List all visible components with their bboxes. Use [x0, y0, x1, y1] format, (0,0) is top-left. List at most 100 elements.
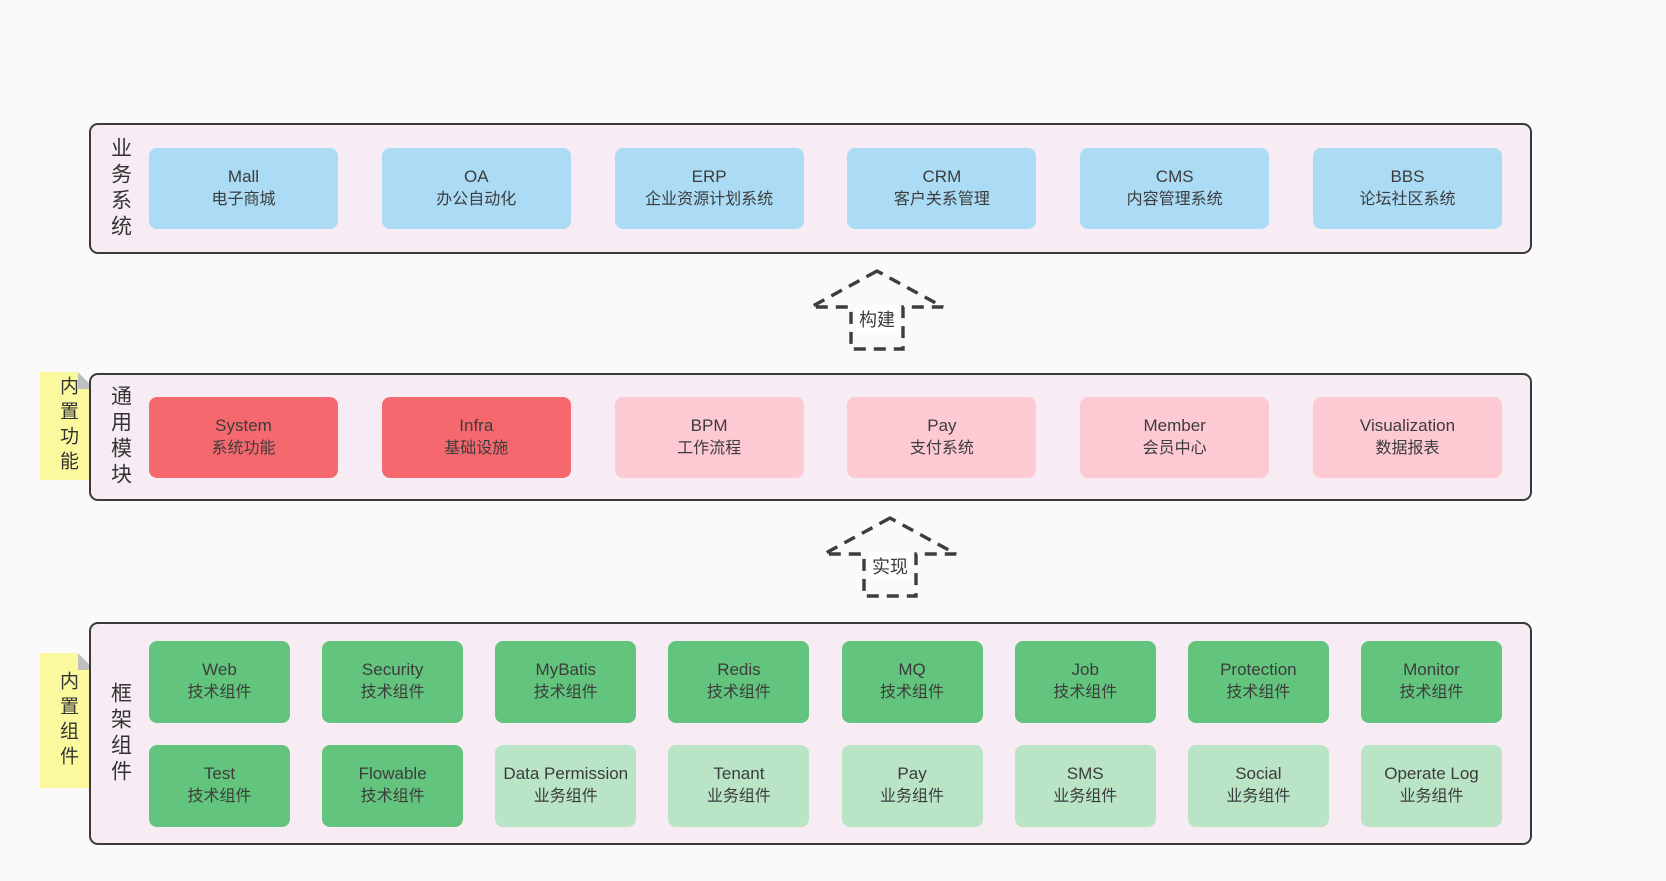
box-subtitle: 技术组件 [880, 684, 945, 702]
box-sms: SMS 业务组件 [1014, 744, 1156, 827]
box-subtitle: 业务组件 [1226, 788, 1291, 806]
box-cms: CMS 内容管理系统 [1080, 148, 1270, 229]
component-row-2: Test 技术组件 Flowable 技术组件 Data Permission … [149, 744, 1502, 827]
component-row-1: Web 技术组件 Security 技术组件 MyBatis 技术组件 Redi… [149, 640, 1502, 723]
box-subtitle: 办公自动化 [436, 191, 517, 209]
sticky-note-builtin-features: 内置功能 [40, 372, 95, 480]
box-job: Job 技术组件 [1014, 640, 1156, 723]
box-subtitle: 系统功能 [211, 439, 276, 457]
common-modules-panel: 通用模块 System 系统功能 Infra 基础设施 BPM 工作流程 Pay… [89, 373, 1532, 501]
box-mybatis: MyBatis 技术组件 [495, 640, 637, 723]
box-infra: Infra 基础设施 [381, 396, 571, 478]
box-title: Mall [227, 167, 260, 187]
box-subtitle: 技术组件 [360, 788, 425, 806]
box-subtitle: 论坛社区系统 [1359, 191, 1456, 209]
box-subtitle: 业务组件 [706, 788, 771, 806]
box-subtitle: 企业资源计划系统 [645, 191, 774, 209]
box-title: Data Permission [503, 764, 629, 784]
box-title: SMS [1066, 764, 1104, 784]
business-systems-panel: 业务系统 Mall 电子商城 OA 办公自动化 ERP 企业资源计划系统 CRM… [89, 123, 1532, 254]
box-title: Redis [717, 660, 761, 680]
box-system: System 系统功能 [149, 396, 338, 478]
box-title: System [215, 415, 272, 435]
box-title: CMS [1155, 167, 1194, 187]
box-subtitle: 业务组件 [1053, 788, 1118, 806]
box-title: Infra [459, 415, 494, 435]
box-title: Social [1235, 764, 1282, 784]
box-subtitle: 技术组件 [706, 684, 771, 702]
box-title: Job [1071, 660, 1099, 680]
panel-side-label: 业务系统 [91, 125, 149, 252]
box-title: BPM [690, 415, 728, 435]
build-arrow-label: 构建 [856, 305, 898, 333]
implement-arrow-label: 实现 [869, 552, 911, 580]
box-title: Flowable [358, 764, 427, 784]
module-boxes-row: System 系统功能 Infra 基础设施 BPM 工作流程 Pay 支付系统… [149, 396, 1530, 478]
box-subtitle: 技术组件 [533, 684, 598, 702]
box-subtitle: 技术组件 [1399, 684, 1464, 702]
implement-arrow: 实现 [820, 515, 960, 599]
box-flowable: Flowable 技术组件 [322, 744, 464, 827]
box-test: Test 技术组件 [149, 744, 290, 827]
box-subtitle: 会员中心 [1142, 439, 1207, 457]
box-mq: MQ 技术组件 [841, 640, 983, 723]
panel-title-common-modules: 通用模块 [108, 385, 132, 489]
box-title: Pay [927, 415, 957, 435]
box-subtitle: 技术组件 [1053, 684, 1118, 702]
box-redis: Redis 技术组件 [668, 640, 810, 723]
box-data-permission: Data Permission 业务组件 [495, 744, 637, 827]
panel-title-framework-components: 框架组件 [108, 681, 132, 786]
box-pay-component: Pay 业务组件 [841, 744, 983, 827]
box-title: Pay [897, 764, 927, 784]
box-subtitle: 基础设施 [444, 439, 509, 457]
box-subtitle: 电子商城 [211, 191, 276, 209]
box-title: Test [203, 764, 236, 784]
box-subtitle: 业务组件 [880, 788, 945, 806]
box-subtitle: 内容管理系统 [1126, 191, 1223, 209]
box-title: BBS [1390, 167, 1425, 187]
component-boxes-grid: Web 技术组件 Security 技术组件 MyBatis 技术组件 Redi… [149, 640, 1530, 827]
box-tenant: Tenant 业务组件 [668, 744, 810, 827]
box-operate-log: Operate Log 业务组件 [1360, 744, 1502, 827]
box-subtitle: 技术组件 [187, 684, 252, 702]
box-member: Member 会员中心 [1080, 396, 1270, 478]
box-bbs: BBS 论坛社区系统 [1312, 148, 1502, 229]
box-social: Social 业务组件 [1187, 744, 1329, 827]
up-arrow-icon [823, 516, 957, 598]
box-subtitle: 数据报表 [1375, 439, 1440, 457]
box-web: Web 技术组件 [149, 640, 290, 723]
box-subtitle: 工作流程 [677, 439, 742, 457]
box-title: Visualization [1359, 415, 1456, 435]
box-title: Security [361, 660, 424, 680]
box-title: Protection [1220, 660, 1297, 680]
box-title: Tenant [713, 764, 765, 784]
panel-title-business-systems: 业务系统 [108, 136, 132, 241]
box-oa: OA 办公自动化 [381, 148, 571, 229]
box-title: Operate Log [1384, 764, 1479, 784]
box-subtitle: 技术组件 [187, 788, 252, 806]
sticky-note-label: 内置功能 [57, 376, 78, 476]
box-title: ERP [691, 167, 727, 187]
box-mall: Mall 电子商城 [149, 148, 338, 229]
box-title: Member [1143, 415, 1206, 435]
box-monitor: Monitor 技术组件 [1360, 640, 1502, 723]
framework-components-panel: 框架组件 Web 技术组件 Security 技术组件 MyBatis 技术组件… [89, 622, 1532, 845]
box-visualization: Visualization 数据报表 [1312, 396, 1502, 478]
sticky-note-label: 内置组件 [57, 670, 78, 771]
box-subtitle: 业务组件 [533, 788, 598, 806]
panel-side-label: 通用模块 [91, 375, 149, 499]
box-subtitle: 业务组件 [1399, 788, 1464, 806]
box-subtitle: 技术组件 [1226, 684, 1291, 702]
box-subtitle: 客户关系管理 [893, 191, 990, 209]
panel-side-label: 框架组件 [91, 624, 149, 843]
sticky-note-builtin-components: 内置组件 [40, 653, 95, 788]
box-bpm: BPM 工作流程 [614, 396, 804, 478]
box-protection: Protection 技术组件 [1187, 640, 1329, 723]
box-title: MQ [898, 660, 926, 680]
box-subtitle: 技术组件 [360, 684, 425, 702]
box-security: Security 技术组件 [322, 640, 464, 723]
build-arrow: 构建 [807, 268, 947, 352]
box-title: Monitor [1403, 660, 1460, 680]
box-subtitle: 支付系统 [909, 439, 974, 457]
box-title: MyBatis [535, 660, 597, 680]
